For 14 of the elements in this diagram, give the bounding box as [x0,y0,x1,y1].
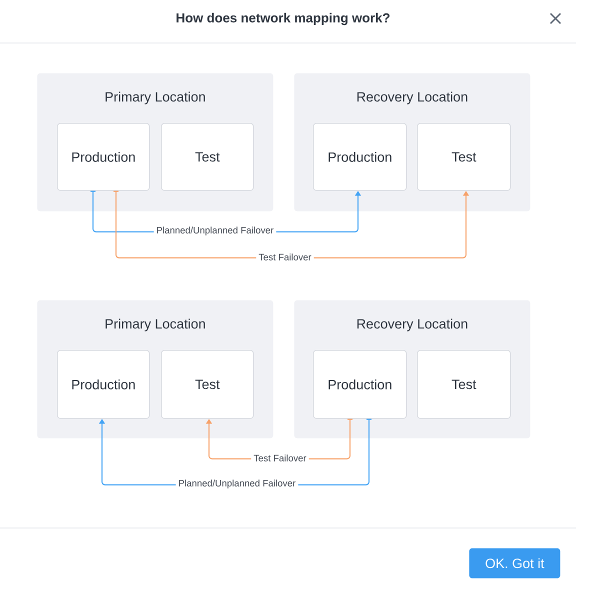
dialog-title: How does network mapping work? [176,12,390,26]
edge-label: Planned/Unplanned Failover [154,224,276,238]
edge-label: Test Failover [256,251,314,263]
edge-label: Test Failover [251,452,309,464]
edge-label: Planned/Unplanned Failover [176,477,298,491]
ok-button: OK. Got it [469,548,560,578]
network-box: Production [57,123,150,191]
network-box: Test [417,123,511,191]
network-box: Production [313,123,407,191]
network-box: Production [313,350,407,419]
network-box: Test [161,123,254,191]
network-box: Test [161,350,254,419]
network-box: Test [417,350,511,419]
network-box: Production [57,350,150,419]
